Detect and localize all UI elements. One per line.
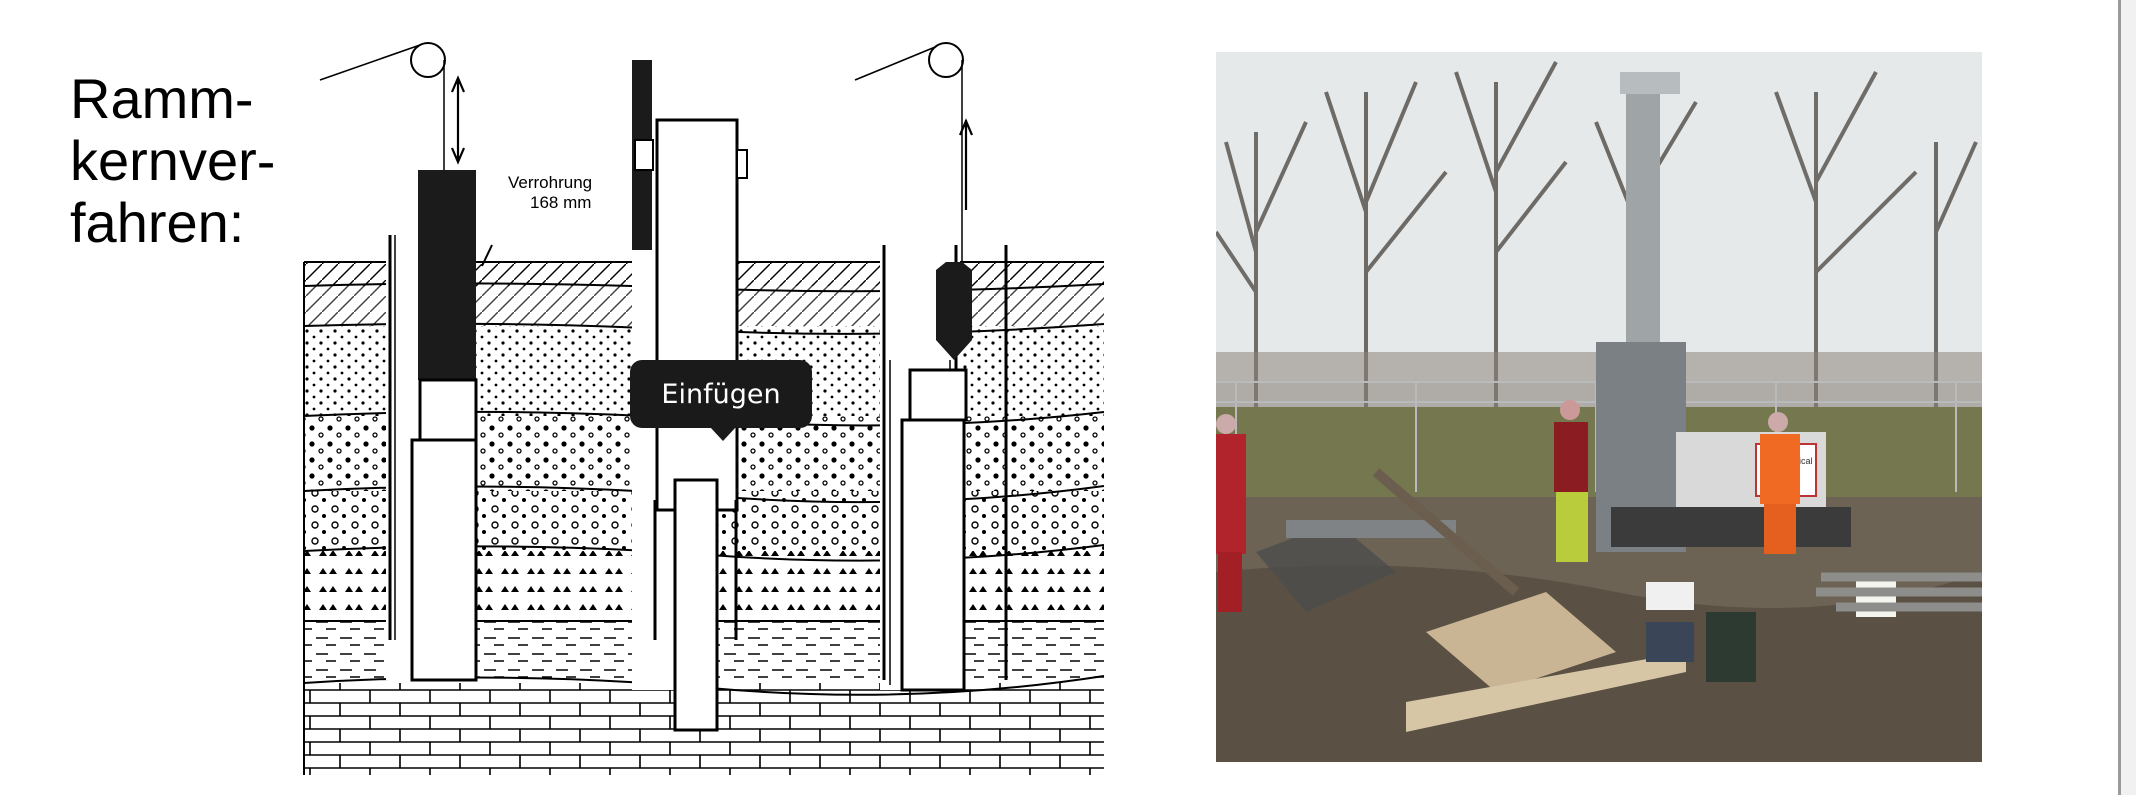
slide-title: Ramm- kernver- fahren: — [70, 68, 275, 254]
worker-left — [1216, 414, 1246, 612]
tooltip-pointer — [710, 427, 736, 441]
worker-center — [1554, 400, 1588, 562]
casing-label-1: Verrohrung — [508, 173, 592, 192]
insert-tooltip[interactable]: Einfügen — [630, 360, 812, 428]
drilling-site-photo: geotechnical — [1216, 52, 1982, 762]
casing-label-2: 168 mm — [530, 193, 591, 212]
window-edge — [2118, 0, 2136, 795]
